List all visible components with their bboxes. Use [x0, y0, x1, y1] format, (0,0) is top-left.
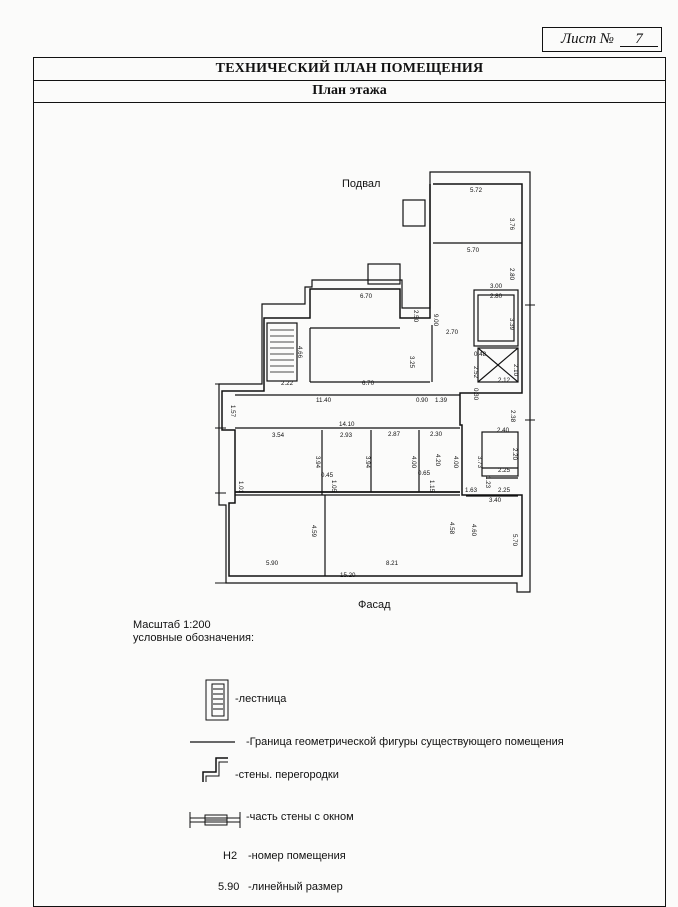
dim-label: 2.93: [340, 432, 353, 439]
dim-label: 1.57: [229, 405, 236, 418]
dim-label: 0.65: [418, 470, 431, 477]
dim-label: 1.63: [465, 487, 478, 494]
basement-label: Подвал: [342, 178, 381, 190]
dim-label: 8.21: [386, 560, 399, 567]
dim-label: 3.25: [408, 356, 415, 369]
legend-window-symbol: [189, 812, 241, 828]
legend-title: условные обозначения:: [133, 632, 255, 644]
dim-label: 1.23: [484, 476, 491, 489]
dim-label: 5.70: [511, 534, 518, 547]
sheet-number-box: Лист № 7: [542, 27, 662, 52]
dim-label: 4.66: [296, 346, 303, 359]
dim-label: 4.20: [434, 454, 441, 467]
dim-label: 5.72: [470, 187, 483, 194]
dim-label: 0.30: [472, 388, 479, 401]
dim-label: 1.01: [237, 481, 244, 494]
dim-label: 1.15: [428, 480, 435, 493]
dim-label: 4.00: [452, 456, 459, 469]
dim-label: 6.70: [360, 293, 373, 300]
legend-room-number-text: -номер помещения: [248, 850, 346, 862]
dim-label: 2.30: [430, 431, 443, 438]
legend-boundary-text: -Граница геометрической фигуры существую…: [246, 736, 564, 748]
legend-linear-text: -линейный размер: [248, 881, 343, 893]
dim-label: 0.48: [474, 351, 487, 358]
dim-label: 5.90: [266, 560, 279, 567]
dim-label: 4.59: [310, 525, 317, 538]
dim-label: 9.00: [432, 314, 439, 327]
facade-label: Фасад: [358, 599, 391, 611]
dim-label: 1.05: [330, 480, 337, 493]
scale-label: Масштаб 1:200: [133, 619, 211, 631]
dim-label: 1.39: [435, 397, 448, 404]
dim-label: 2.38: [509, 410, 516, 423]
dim-label: 14.10: [339, 421, 355, 428]
dim-label: 2.22: [281, 380, 294, 387]
dim-label: 2.87: [388, 431, 401, 438]
dim-label: 2.40: [497, 427, 510, 434]
dim-label: 2.80: [490, 293, 503, 300]
dim-label: 2.20: [511, 448, 518, 461]
sheet-label: Лист №: [561, 31, 615, 47]
dim-label: 3.00: [490, 283, 503, 290]
dim-label: 2.12: [498, 377, 511, 384]
dim-label: 2.25: [498, 487, 511, 494]
dim-label: 3.73: [476, 456, 483, 469]
document-subtitle: План этажа: [34, 80, 665, 103]
dim-label: 4.60: [470, 524, 477, 537]
document-title: ТЕХНИЧЕСКИЙ ПЛАН ПОМЕЩЕНИЯ: [34, 58, 665, 81]
dim-label: 0.45: [321, 472, 334, 479]
dim-label: 2.25: [498, 467, 511, 474]
legend-wall-symbol: [202, 757, 228, 782]
legend-sample-room-number: Н2: [223, 850, 238, 862]
dim-label: 3.94: [364, 456, 371, 469]
legend-sample-dimension: 5.90: [218, 881, 240, 893]
dim-label: 2.10: [512, 364, 519, 377]
dim-label: 3.94: [314, 456, 321, 469]
legend-symbols: [189, 679, 241, 828]
outer-contour: [218, 171, 531, 593]
plan-dimensions: 5.72 3.76 5.70 2.80 3.00 2.80 6.70 2.50 …: [229, 187, 519, 579]
inner-contour: [221, 183, 523, 577]
dim-label: 11.40: [316, 397, 332, 404]
stair-treads: [270, 329, 294, 373]
dim-label: 2.52: [472, 366, 479, 379]
dim-label: 15.20: [340, 572, 356, 579]
dim-label: 3.54: [272, 432, 285, 439]
legend-walls-text: -стены. перегородки: [235, 769, 339, 781]
dim-label: 3.76: [508, 218, 515, 231]
dim-label: 3.39: [508, 318, 515, 331]
dim-label: 6.70: [362, 380, 375, 387]
dim-label: 0.90: [416, 397, 429, 404]
dim-label: 4.00: [410, 456, 417, 469]
dim-label: 2.70: [446, 329, 459, 336]
dim-label: 4.58: [448, 522, 455, 535]
legend-stair-symbol: [205, 679, 229, 721]
dim-label: 5.70: [467, 247, 480, 254]
dim-label: 2.80: [508, 268, 515, 281]
legend-window-text: -часть стены с окном: [246, 811, 354, 823]
dim-label: 3.40: [489, 497, 502, 504]
sheet-number: 7: [620, 32, 659, 47]
dim-label: 2.50: [412, 310, 419, 323]
legend-stair-text: -лестница: [235, 693, 287, 705]
